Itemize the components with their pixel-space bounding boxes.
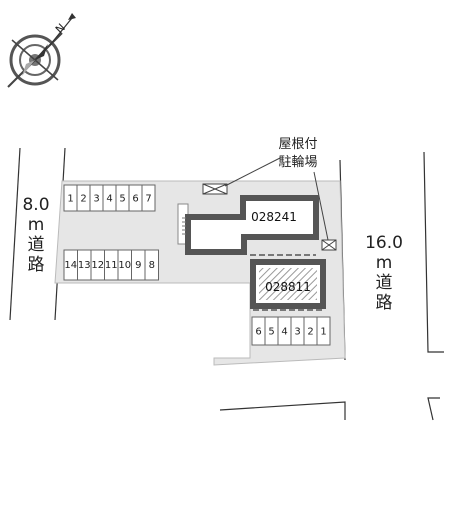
building-028811 [250,259,326,311]
parking-stall-number: 13 [78,260,91,271]
west-road-unit: m [28,215,45,235]
parking-stall-number: 2 [307,327,313,338]
east-road-unit: m [376,253,393,273]
bike-parking-marker-right [321,239,337,251]
parking-stall-number: 8 [149,260,155,271]
parking-stall-number: 2 [80,194,86,205]
west-road-suffix-1: 道 [28,235,45,255]
parking-stall-number: 1 [67,194,73,205]
parking-stall-number: 6 [132,194,138,205]
east-road-suffix-1: 道 [376,273,393,293]
parking-stall-number: 12 [91,260,104,271]
parking-stall-number: 9 [135,260,141,271]
bike-parking-label-line2: 駐輪場 [278,154,317,170]
west-road-width: 8.0 [22,195,49,215]
parking-stall [144,249,159,281]
building-id-1: 028241 [251,210,297,224]
parking-stall-number: 7 [145,194,151,205]
parking-stall-number: 10 [118,260,131,271]
parking-stall-number: 3 [93,194,99,205]
parking-stall-number: 1 [320,327,326,338]
parking-stall [316,316,331,346]
north-compass-icon [7,13,76,88]
parking-stall-number: 6 [255,327,261,338]
parking-stall-number: 4 [281,327,287,338]
bike-parking-label-line1: 屋根付 [278,137,317,152]
parking-stall-number: 3 [294,327,300,338]
building-id-2: 028811 [265,280,311,294]
building-028241 [177,195,319,256]
compass-label: N [53,21,68,36]
east-road-width: 16.0 [365,233,403,253]
west-road-suffix-2: 路 [28,255,45,275]
bike-parking-marker-top [202,183,228,195]
east-road-suffix-2: 路 [376,293,393,313]
parking-stall [141,184,156,212]
bike-parking-leaders [224,157,329,241]
parking-stall-number: 4 [106,194,112,205]
parking-stall-number: 5 [119,194,125,205]
parking-stall-number: 5 [268,327,274,338]
parking-stall-number: 14 [64,260,77,271]
parking-stall-number: 11 [105,260,118,271]
